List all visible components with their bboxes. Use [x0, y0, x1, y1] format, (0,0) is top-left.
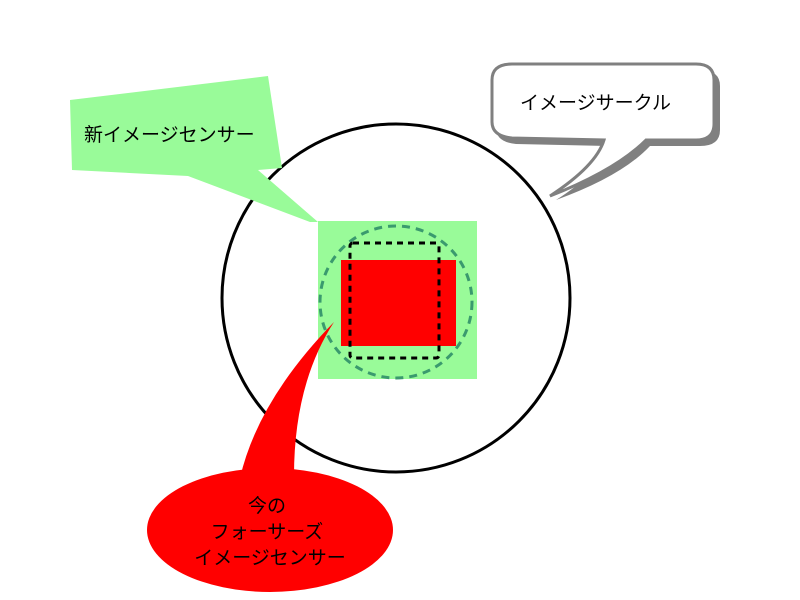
- dashed-square: [348, 241, 441, 360]
- current-sensor-callout-line-3: イメージセンサー: [194, 547, 346, 569]
- inner-dashed-circle: [318, 224, 474, 380]
- new-sensor-callout-text: 新イメージセンサー: [84, 124, 255, 146]
- current-sensor-callout-tail: [240, 322, 334, 478]
- current-sensor-callout-text: 今の フォーサーズ イメージセンサー: [194, 495, 346, 569]
- image-circle-callout-text: イメージサークル: [520, 92, 671, 114]
- image-circle-callout: イメージサークル: [490, 62, 720, 200]
- current-sensor-callout-line-2: フォーサーズ: [211, 521, 324, 543]
- current-sensor-callout-bubble: [147, 468, 393, 592]
- new-sensor-callout-bubble: [70, 76, 318, 222]
- current-sensor-area: [341, 260, 456, 346]
- current-sensor-callout-line-1: 今の: [248, 495, 286, 517]
- current-sensor-callout: 今の フォーサーズ イメージセンサー: [147, 322, 393, 592]
- image-circle-callout-bubble: [490, 62, 716, 198]
